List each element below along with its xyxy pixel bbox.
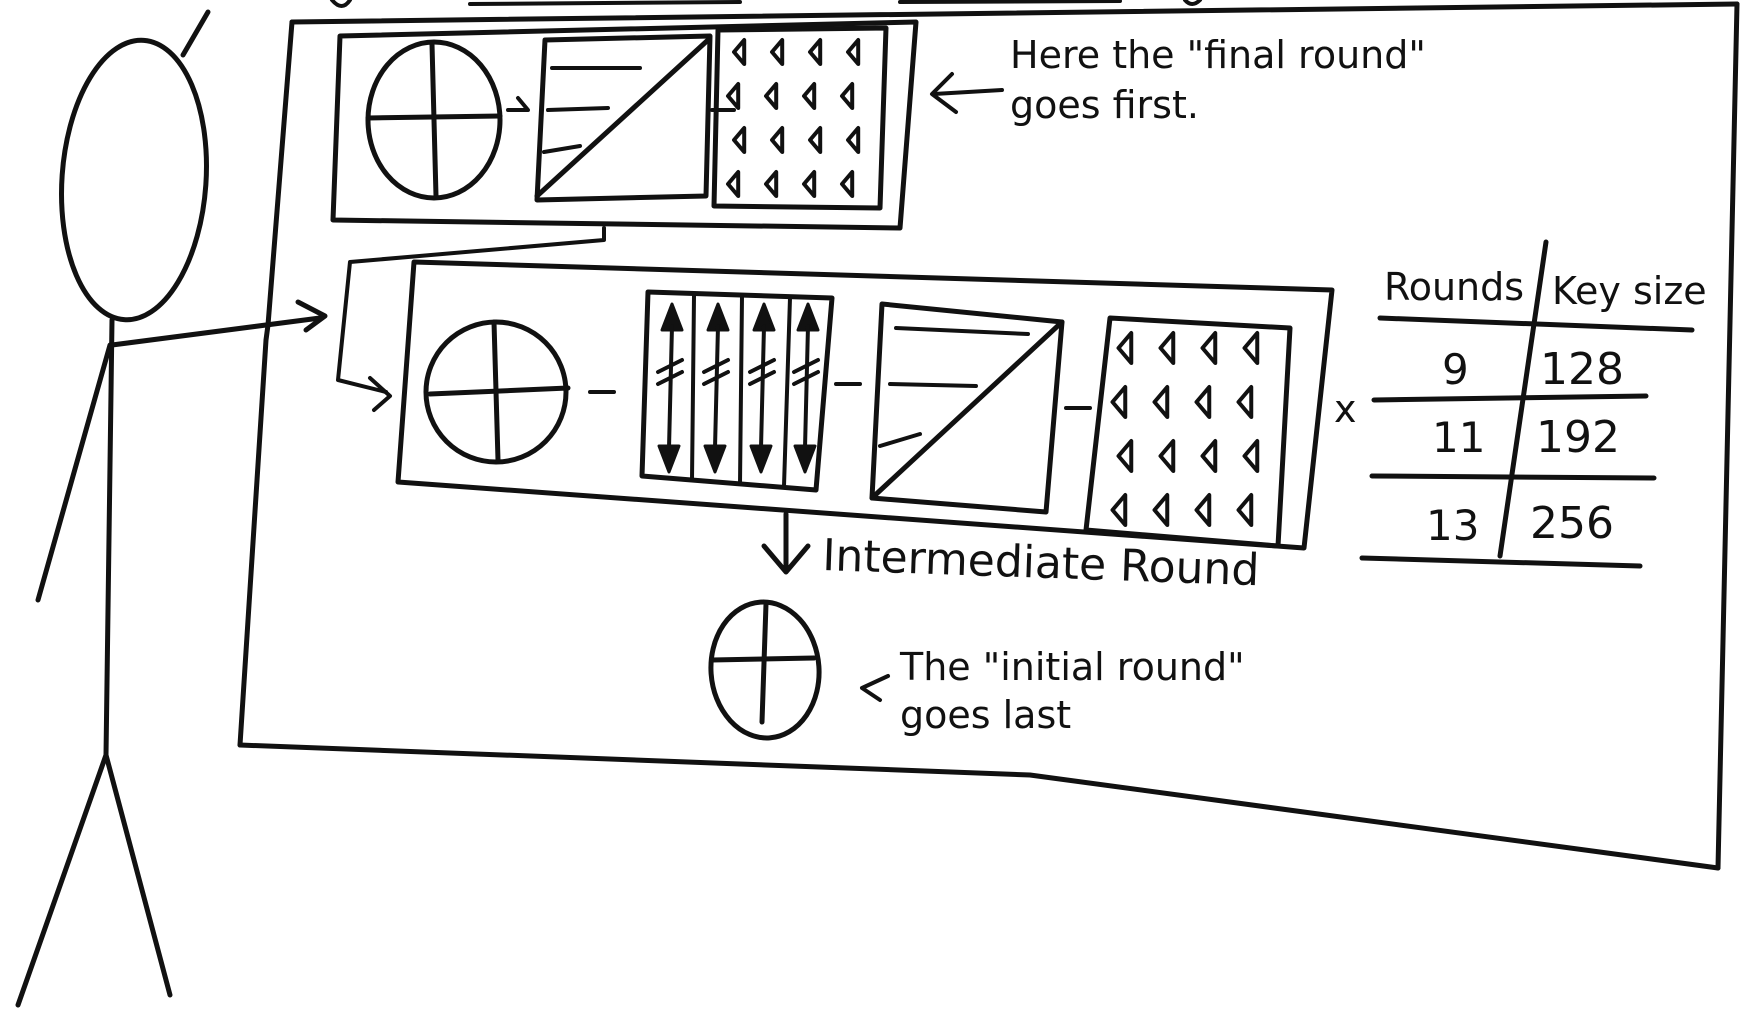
triangle-mark — [1203, 333, 1216, 363]
table-cell-rounds: 9 — [1442, 345, 1469, 394]
figure-motion-mark — [183, 12, 208, 55]
triangle-mark — [766, 84, 776, 108]
whiteboard-top-edge — [292, 4, 1737, 22]
circle-plus-icon — [706, 598, 823, 741]
triangle-mark — [772, 128, 782, 152]
triangle-mark — [842, 172, 852, 196]
triangle-mark — [766, 172, 776, 196]
table-cell-rounds: 13 — [1426, 501, 1479, 550]
triangle-mark — [804, 172, 814, 196]
rounds-key-size-table: Rounds Key size 9 128 11 192 13 256 — [1362, 242, 1707, 566]
column-shaft — [669, 326, 672, 448]
figure-pointing-arm — [112, 318, 320, 345]
table-bottom-rule — [1362, 558, 1640, 566]
triangle-mark — [1161, 333, 1174, 363]
arrow-down-mark — [659, 446, 679, 472]
triangle-mark — [1155, 387, 1168, 417]
whiteboard — [240, 0, 1737, 868]
circle-plus-icon — [368, 42, 500, 198]
loop-connector-arrowhead — [370, 378, 390, 410]
table-header-rounds: Rounds — [1384, 265, 1524, 309]
table-cell-key-size: 192 — [1536, 412, 1620, 463]
triangle-mark — [1197, 495, 1210, 525]
table-header-key-size: Key size — [1552, 269, 1707, 313]
triangle-mark — [1239, 387, 1252, 417]
triangle-mark — [1245, 333, 1258, 363]
table-cell-key-size: 256 — [1530, 498, 1614, 549]
triangle-mark — [728, 84, 738, 108]
triangle-mark — [810, 128, 820, 152]
triangle-mark — [804, 84, 814, 108]
intermediate-round-box — [398, 262, 1332, 548]
triangle-grid-icon — [1086, 318, 1290, 546]
figure-body — [106, 320, 112, 755]
triangle-mark — [734, 40, 744, 64]
column-shaft — [761, 326, 764, 448]
triangle-mark — [1113, 495, 1126, 525]
triangle-mark — [728, 172, 738, 196]
figure-left-leg — [18, 755, 106, 1005]
shifted-rows-icon — [537, 36, 710, 200]
triangle-grid-icon — [714, 28, 886, 208]
whiteboard-right-edge — [1718, 4, 1737, 868]
table-cell-rounds: 11 — [1432, 413, 1485, 462]
figure-left-arm — [38, 345, 110, 600]
initial-round-note-line2: goes last — [900, 693, 1071, 737]
final-round-note-line2: goes first. — [1010, 83, 1199, 127]
column-shaft — [805, 326, 808, 448]
cut-off-title-strokes — [332, 0, 1200, 6]
table-row-rule — [1372, 476, 1654, 478]
column-arrows-icon — [642, 292, 832, 490]
triangle-mark — [848, 128, 858, 152]
final-round-box — [333, 22, 916, 228]
intermediate-round-outline — [398, 262, 1332, 548]
figure-head — [52, 35, 215, 324]
initial-round-note-line1: The "initial round" — [899, 645, 1245, 689]
intermediate-down-arrow — [764, 514, 808, 572]
final-round-note-line1: Here the "final round" — [1010, 33, 1426, 77]
triangle-mark — [1245, 441, 1258, 471]
triangle-mark — [1203, 441, 1216, 471]
arrow-down-mark — [751, 446, 771, 472]
triangle-mark — [1155, 495, 1168, 525]
triangle-mark — [1197, 387, 1210, 417]
triangle-mark — [810, 40, 820, 64]
triangle-mark — [734, 128, 744, 152]
whiteboard-bottom-edge — [240, 745, 1718, 868]
triangle-mark — [1119, 333, 1132, 363]
figure-right-leg — [106, 755, 170, 995]
initial-round-pointer-arrow — [862, 676, 888, 700]
whiteboard-left-edge — [240, 22, 292, 745]
column-shaft — [715, 326, 718, 448]
table-row-rule — [1374, 396, 1646, 400]
circle-plus-icon — [426, 322, 568, 462]
triangle-mark — [1119, 441, 1132, 471]
arrow-down-mark — [705, 446, 725, 472]
table-cell-key-size: 128 — [1540, 344, 1624, 395]
arrow-down-mark — [795, 446, 815, 472]
triangle-mark — [848, 40, 858, 64]
triangle-mark — [1113, 387, 1126, 417]
triangle-mark — [1161, 441, 1174, 471]
figure-pointing-hand — [298, 302, 325, 330]
triangle-mark — [842, 84, 852, 108]
final-round-pointer-arrow — [932, 74, 1002, 112]
triangle-mark — [1239, 495, 1252, 525]
round-multiplier: x — [1334, 387, 1357, 431]
shifted-rows-icon — [872, 304, 1062, 512]
triangle-mark — [772, 40, 782, 64]
arrow-icon — [508, 98, 528, 110]
